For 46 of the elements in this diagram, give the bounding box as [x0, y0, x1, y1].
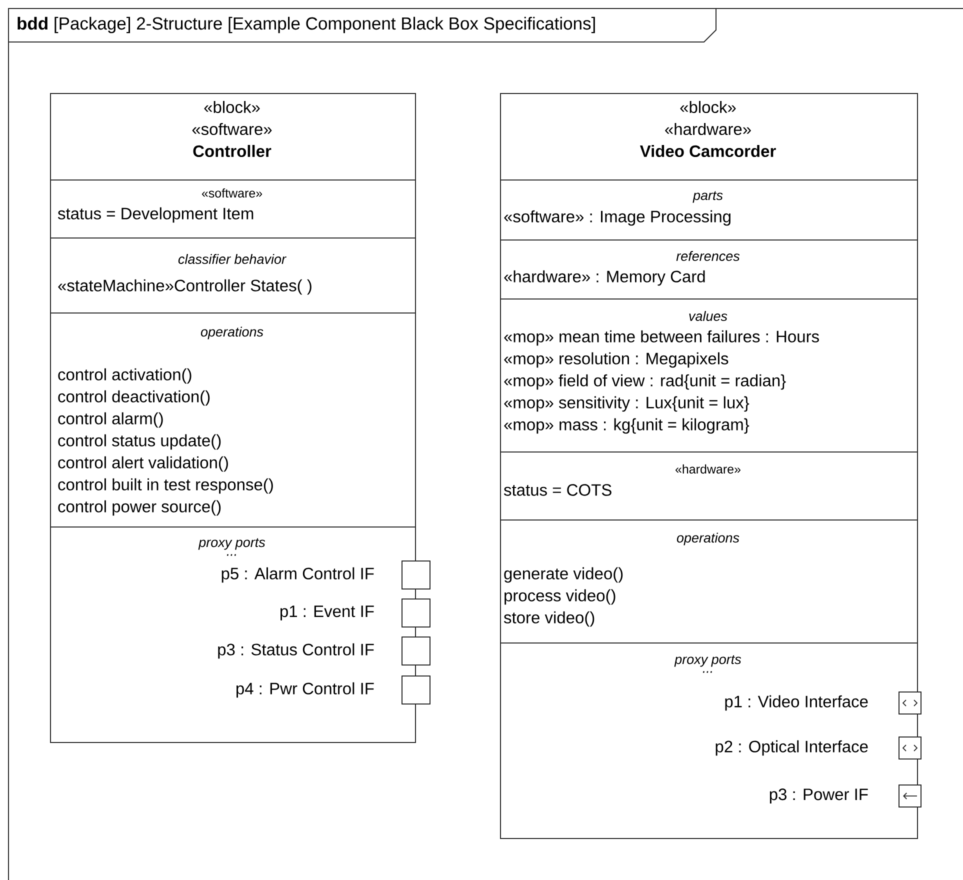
value-text: «mop» mass : kg{unit = kilogram}	[504, 418, 750, 434]
operation-text: control power source()	[58, 500, 221, 516]
port-label: p1 : Event IF	[280, 606, 374, 620]
compartment-heading: parts	[692, 191, 723, 203]
stereotype-text: «hardware»	[676, 464, 740, 474]
part-text: «software» : Image Processing	[504, 210, 730, 226]
port-label: p1 : Video Interface	[725, 695, 868, 711]
compartment-heading: proxy ports	[674, 655, 742, 667]
operation-text: control deactivation()	[58, 390, 210, 406]
stereotype-text: «block»	[680, 100, 736, 114]
port-label: p5 : Alarm Control IF	[222, 567, 374, 583]
operation-text: control alert validation()	[58, 456, 228, 472]
operation-text: control activation()	[58, 368, 192, 384]
operation-text: generate video()	[504, 567, 623, 583]
port-label: p3 : Power IF	[770, 788, 868, 804]
operation-text: process video()	[504, 589, 616, 605]
block-name: Video Camcorder	[640, 144, 776, 158]
port-label: p4 : Pwr Control IF	[236, 682, 374, 698]
property-text: status = Development Item	[58, 207, 254, 223]
operation-text: control alarm()	[58, 412, 163, 428]
compartment-heading: references	[676, 251, 740, 261]
ellipsis-text: ...	[226, 554, 236, 556]
property-text: status = COTS	[504, 484, 612, 496]
operation-text: store video()	[504, 611, 594, 627]
compartment-heading: operations	[676, 532, 740, 546]
compartment-heading: classifier behavior	[178, 254, 286, 264]
stereotype-text: «hardware»	[665, 122, 751, 136]
stereotype-text: «software»	[192, 122, 272, 136]
frame-title: bdd [Package] 2-Structure [Example Component Black Box Specifications]	[18, 16, 595, 34]
stereotype-text: «software»	[202, 188, 262, 198]
behavior-text: «stateMachine»Controller States( )	[58, 279, 312, 295]
compartment-heading: proxy ports	[198, 538, 266, 550]
value-text: «mop» mean time between failures : Hours	[504, 330, 819, 346]
value-text: «mop» field of view : rad{unit = radian}	[504, 374, 786, 390]
port-label: p3 : Status Control IF	[218, 643, 374, 659]
ellipsis-text: ...	[702, 671, 712, 673]
reference-text: «hardware» : Memory Card	[504, 270, 705, 286]
operation-text: control status update()	[58, 434, 221, 450]
compartment-heading: operations	[200, 326, 264, 340]
operation-text: control built in test response()	[58, 478, 273, 494]
compartment-heading: values	[689, 311, 728, 321]
value-text: «mop» resolution : Megapixels	[504, 352, 728, 368]
stereotype-text: «block»	[204, 100, 260, 114]
port-label: p2 : Optical Interface	[716, 740, 868, 756]
block-name: Controller	[193, 144, 272, 158]
value-text: «mop» sensitivity : Lux{unit = lux}	[504, 396, 750, 412]
